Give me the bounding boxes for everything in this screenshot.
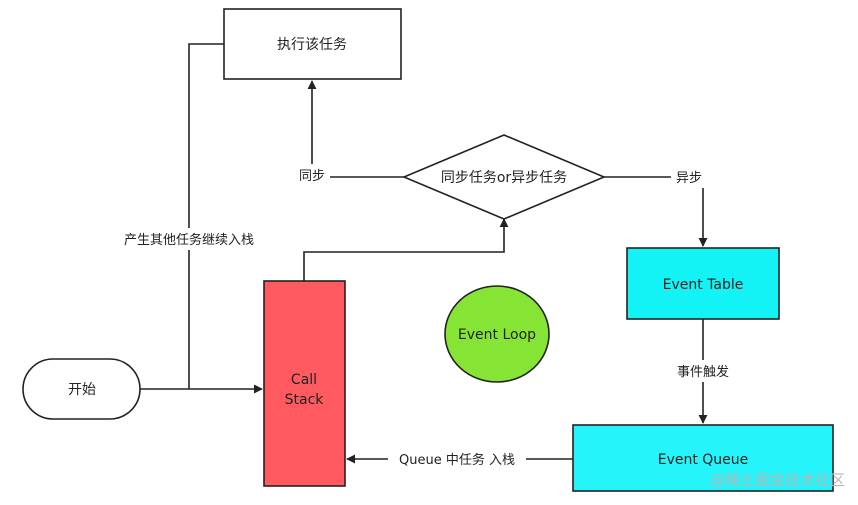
edge-label-produce-push: 产生其他任务继续入栈 <box>124 232 254 248</box>
node-event-loop: Event Loop <box>444 285 550 383</box>
edge-label-bg-trigger <box>669 360 737 382</box>
node-event-table: Event Table <box>626 247 780 320</box>
edge-label-bg-queue-push <box>388 448 526 470</box>
node-event-loop-label: Event Loop <box>458 327 536 343</box>
node-call-stack-label-line2: Stack <box>285 392 325 408</box>
node-execute-task: 执行该任务 <box>223 8 402 80</box>
node-event-queue-label: Event Queue <box>658 452 749 468</box>
node-event-table-label: Event Table <box>663 277 744 293</box>
node-execute-task-label: 执行该任务 <box>277 37 347 53</box>
edge-execute-feedback <box>188 43 224 389</box>
edge-label-bg-produce <box>110 228 268 250</box>
node-start: 开始 <box>22 358 141 420</box>
edge-label-async: 异步 <box>676 171 702 186</box>
edge-decision-sync <box>307 80 404 178</box>
watermark-text: @稀土掘金技术社区 <box>710 471 845 489</box>
node-call-stack-label-line1: Call <box>291 372 317 388</box>
node-call-stack: Call Stack <box>263 280 346 487</box>
node-decision-label: 同步任务or异步任务 <box>441 170 567 186</box>
edge-label-bg-sync <box>294 164 330 186</box>
node-event-queue: Event Queue <box>572 424 834 492</box>
edge-label-bg-async <box>671 166 707 188</box>
node-decision: 同步任务or异步任务 <box>401 134 607 220</box>
edge-label-queue-push: Queue 中任务 入栈 <box>399 452 515 468</box>
edge-label-event-trigger: 事件触发 <box>677 364 729 380</box>
edge-callstack-to-decision <box>303 218 509 281</box>
node-start-label: 开始 <box>68 382 96 398</box>
edge-label-sync: 同步 <box>299 169 325 184</box>
